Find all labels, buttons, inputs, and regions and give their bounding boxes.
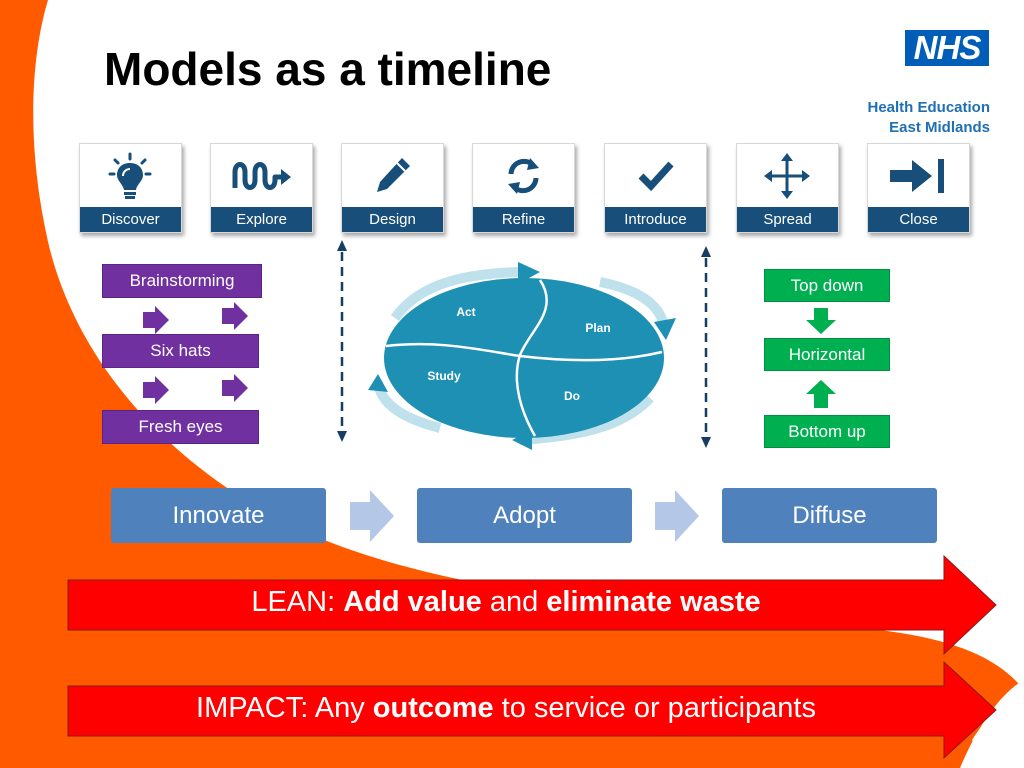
pdsa-cycle (368, 262, 676, 450)
lean-prefix: LEAN: (251, 586, 344, 618)
pencil-icon (377, 158, 410, 192)
step-spread[interactable]: Spread (736, 143, 839, 233)
move-arrows-icon (764, 153, 810, 199)
step-discover[interactable]: Discover (79, 143, 182, 233)
step-label-spread: Spread (737, 207, 838, 232)
step-explore[interactable]: Explore (210, 143, 313, 233)
dashed-arrow-left (337, 240, 347, 442)
lean-banner-shape (67, 554, 997, 656)
step-refine[interactable]: Refine (472, 143, 575, 233)
purple-arrows (143, 302, 248, 404)
impact-prefix: IMPACT: Any (196, 692, 373, 724)
step-introduce[interactable]: Introduce (604, 143, 707, 233)
step-label-introduce: Introduce (605, 207, 706, 232)
checkmark-icon (638, 161, 674, 192)
diffuse-top-down: Top down (764, 269, 890, 302)
wave-arrow-icon (232, 162, 291, 190)
lean-and: and (481, 586, 547, 618)
pdsa-study: Study (427, 369, 461, 383)
step-design[interactable]: Design (341, 143, 444, 233)
step-close[interactable]: Close (867, 143, 970, 233)
phase-innovate: Innovate (111, 488, 326, 543)
step-label-refine: Refine (473, 207, 574, 232)
step-label-close: Close (868, 207, 969, 232)
page-title: Models as a timeline (104, 43, 552, 95)
method-six-hats: Six hats (102, 334, 259, 368)
diffuse-horizontal: Horizontal (764, 338, 890, 371)
phase-chevrons (350, 490, 699, 542)
method-brainstorming: Brainstorming (102, 264, 262, 298)
diffuse-bottom-up: Bottom up (764, 415, 890, 448)
method-fresh-eyes: Fresh eyes (102, 410, 259, 444)
pdsa-do: Do (564, 389, 580, 403)
step-label-design: Design (342, 207, 443, 232)
phase-diffuse: Diffuse (722, 488, 937, 543)
impact-banner-text: IMPACT: Any outcome to service or partic… (68, 692, 944, 725)
lean-add-value: Add value (343, 586, 482, 618)
lean-eliminate-waste: eliminate waste (546, 586, 761, 618)
step-label-discover: Discover (80, 207, 181, 232)
green-arrows (806, 308, 836, 408)
org-name-line-2: East Midlands (889, 119, 990, 136)
lightbulb-icon (108, 152, 152, 199)
impact-outcome: outcome (372, 692, 494, 724)
org-name-line-1: Health Education (867, 99, 990, 116)
phase-adopt: Adopt (417, 488, 632, 543)
arrow-to-bar-icon (890, 159, 944, 193)
dashed-arrow-right (701, 246, 711, 448)
organization-name: Health Education East Midlands (867, 98, 990, 138)
lean-banner-text: LEAN: Add value and eliminate waste (68, 586, 944, 619)
nhs-logo: NHS (905, 30, 989, 66)
impact-banner-shape (67, 660, 997, 760)
pdsa-act: Act (456, 305, 475, 319)
pdsa-plan: Plan (585, 321, 610, 335)
refresh-icon (508, 158, 539, 194)
impact-suffix: to service or participants (493, 692, 816, 724)
step-label-explore: Explore (211, 207, 312, 232)
